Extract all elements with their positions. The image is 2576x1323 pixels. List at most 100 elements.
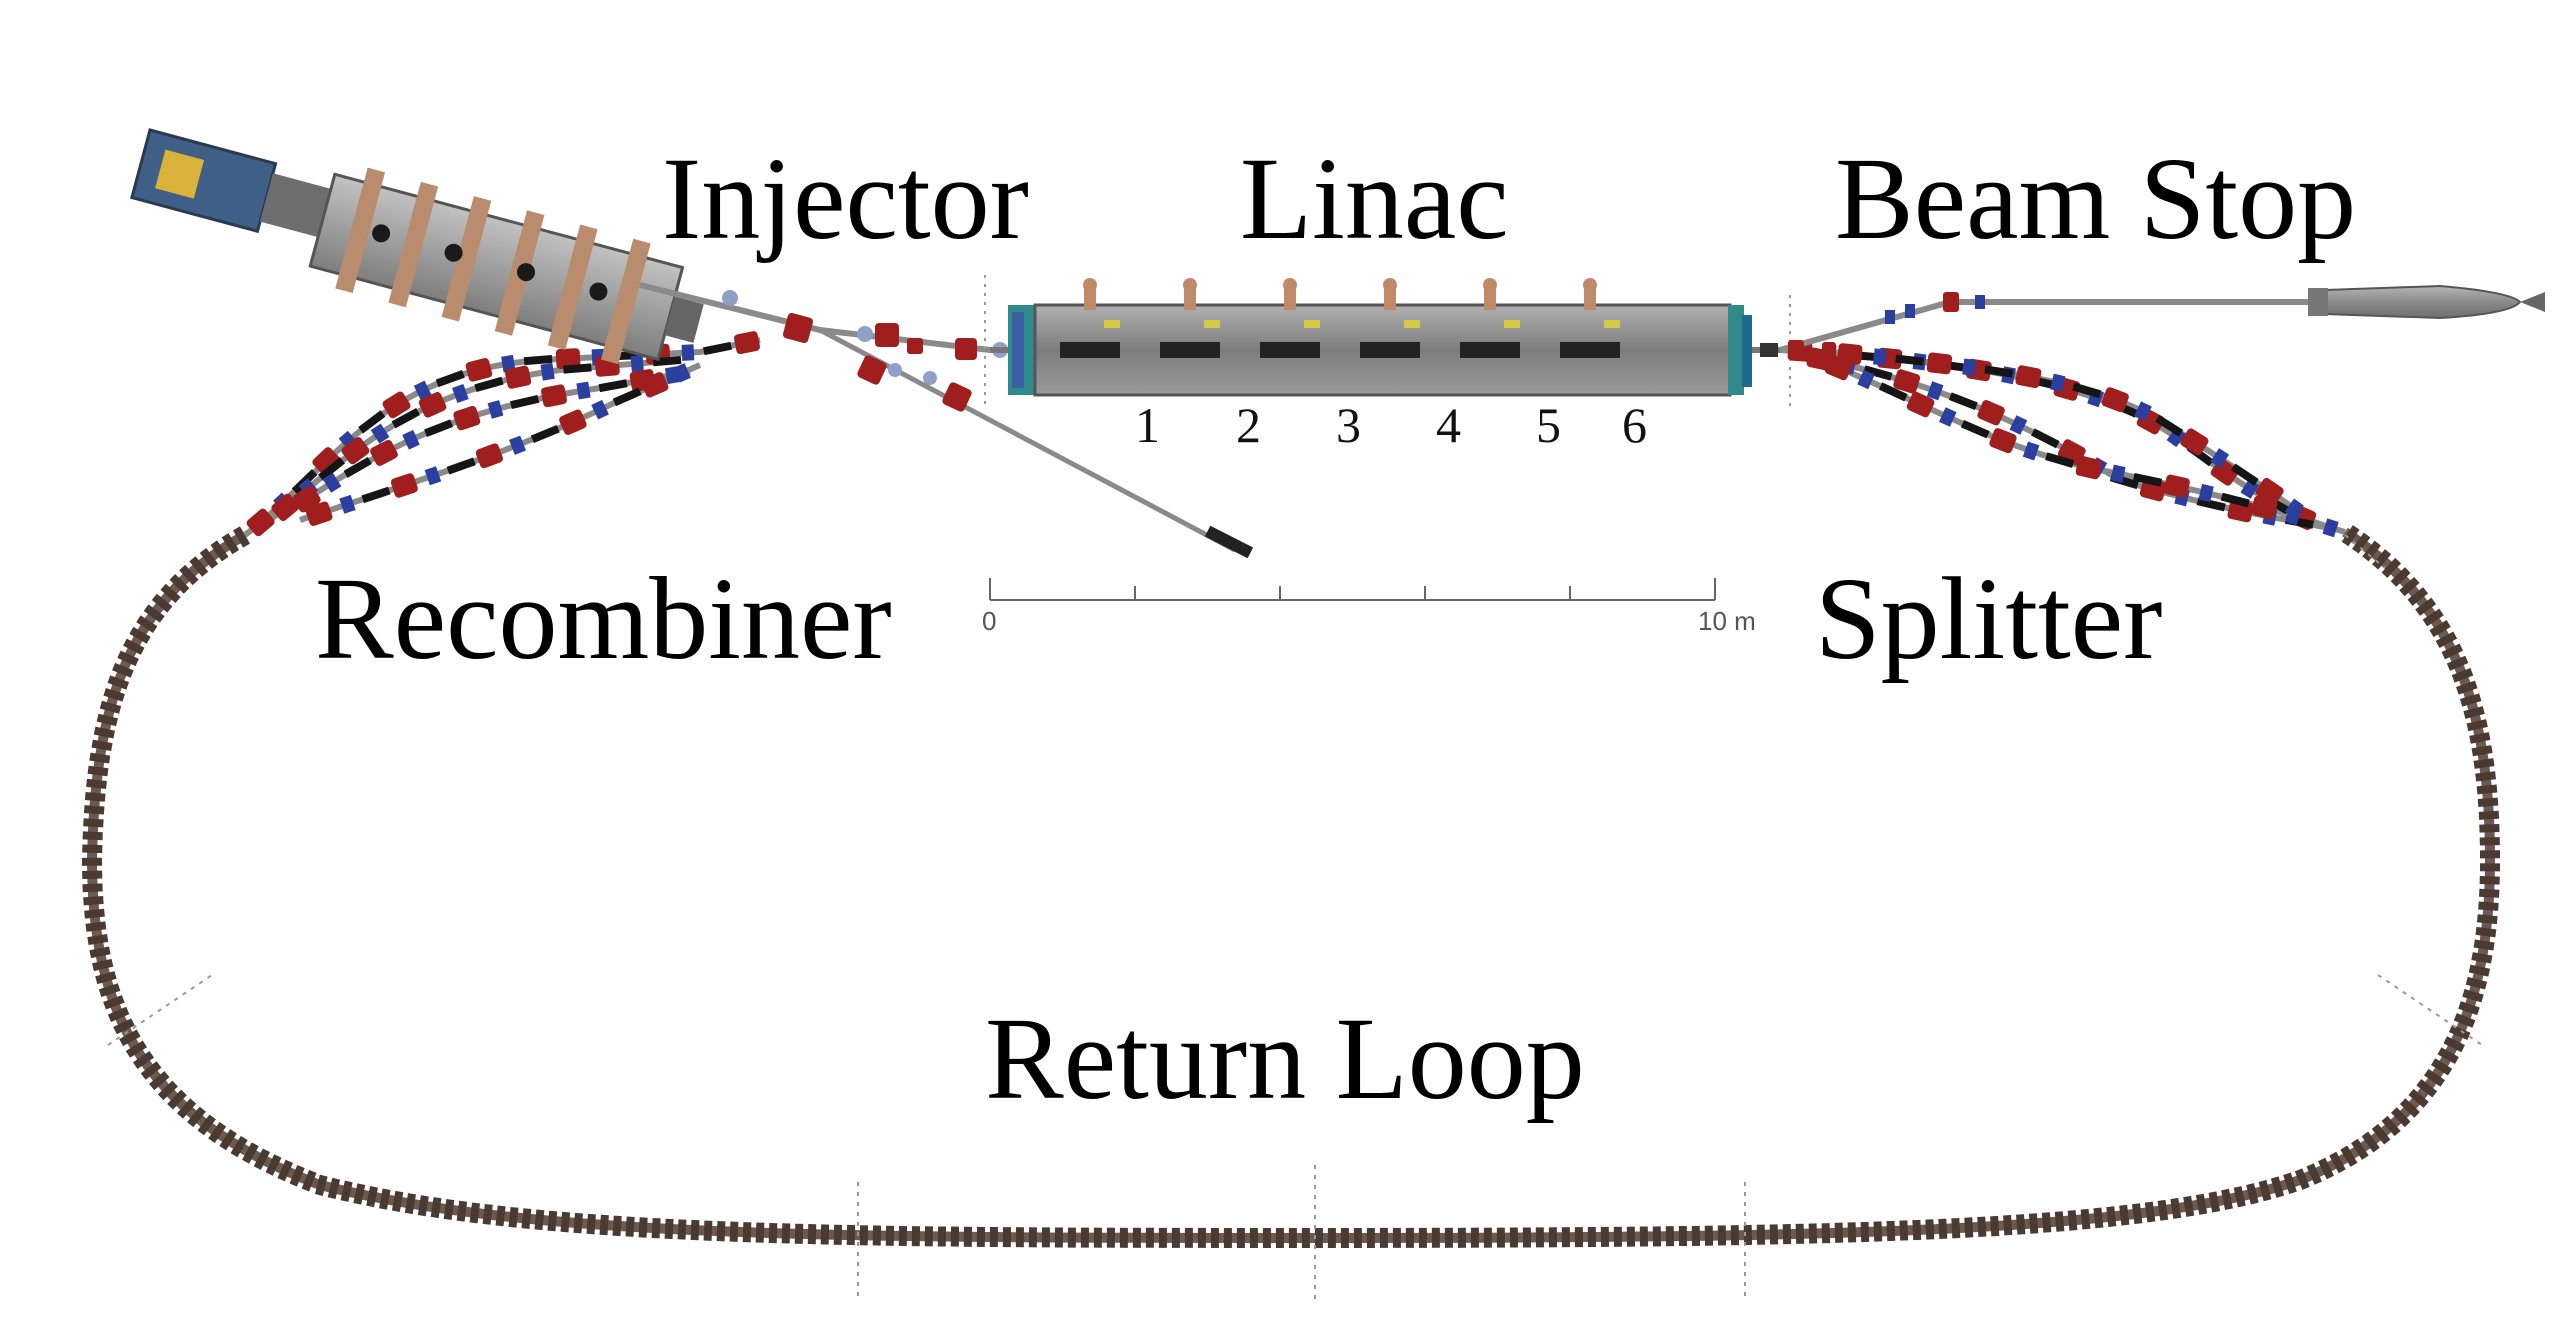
sextupole-magnet: [358, 410, 386, 434]
loop-magnet: [2054, 1211, 2065, 1232]
loop-magnet: [2416, 1079, 2438, 1098]
sextupole-magnet: [446, 457, 476, 475]
loop-magnet: [755, 1222, 765, 1243]
loop-magnet: [716, 1221, 726, 1242]
sextupole-magnet: [652, 355, 682, 367]
sextupole-magnet: [2220, 492, 2250, 508]
loop-magnet: [2408, 1088, 2429, 1108]
loop-magnet: [2170, 1197, 2182, 1219]
loop-magnet: [353, 1183, 366, 1205]
loop-magnet: [2471, 745, 2493, 757]
loop-magnet: [143, 604, 165, 623]
loop-magnet: [187, 1106, 206, 1128]
loop-magnet: [989, 1226, 998, 1248]
loop-magnet: [2479, 888, 2500, 898]
loop-magnet: [2144, 1201, 2156, 1223]
quadrupole-magnet: [2110, 464, 2126, 483]
loop-magnet: [625, 1216, 635, 1237]
dipole-magnet: [271, 493, 300, 522]
loop-magnet: [123, 638, 145, 655]
dipole-magnet: [305, 501, 333, 526]
loop-magnet: [508, 1206, 519, 1228]
sextupole-magnet: [612, 387, 642, 407]
scale-bar: [989, 578, 1716, 601]
quadrupole-magnet: [2134, 401, 2152, 422]
loop-magnet: [2119, 1204, 2130, 1226]
dipole-magnet: [733, 331, 761, 355]
loop-magnet: [2106, 1206, 2117, 1227]
sextupole-magnet: [1878, 382, 1908, 402]
quadrupole-magnet: [413, 380, 432, 401]
quadrupole-magnet: [576, 381, 591, 400]
loop-magnet: [1392, 1227, 1401, 1248]
loop-magnet: [2341, 525, 2360, 547]
cavity-number-5: 5: [1536, 397, 1561, 453]
loop-magnet: [92, 958, 114, 972]
loop-magnet: [96, 713, 118, 727]
loop-magnet: [495, 1205, 506, 1227]
loop-magnet: [794, 1223, 804, 1244]
loop-magnet: [2469, 732, 2491, 744]
loop-magnet: [391, 1190, 404, 1212]
loop-magnet: [2067, 1210, 2078, 1231]
loop-magnet: [1158, 1227, 1167, 1248]
sextupole-magnet: [2155, 414, 2184, 437]
loop-section-marker: [2377, 974, 2483, 1046]
cavity-number-4: 4: [1436, 397, 1461, 453]
loop-magnet: [911, 1226, 921, 1247]
cavity-number-2: 2: [1236, 397, 1261, 453]
dipole-magnet: [2255, 477, 2284, 505]
loop-magnet: [99, 700, 122, 714]
quadrupole-magnet: [2009, 415, 2028, 435]
loop-magnet: [1314, 1228, 1323, 1248]
loop-magnet: [340, 1180, 353, 1202]
loop-magnet: [167, 1089, 187, 1110]
loop-magnet: [2479, 837, 2500, 846]
quadrupole-magnet: [2198, 483, 2214, 503]
loop-magnet: [664, 1218, 674, 1240]
sextupole-magnet: [2132, 472, 2163, 487]
label-injector: Injector: [662, 133, 1029, 264]
loop-magnet: [83, 895, 104, 906]
dipole-magnet: [2101, 387, 2129, 413]
loop-magnet: [677, 1219, 687, 1240]
cavity-string: [1260, 342, 1320, 358]
quadrupole-magnet: [424, 466, 442, 486]
loop-magnet: [2448, 1024, 2471, 1041]
loop-magnet: [2479, 876, 2500, 885]
loop-magnet: [2361, 1131, 2380, 1153]
label-return-loop: Return Loop: [985, 993, 1585, 1124]
loop-magnet: [87, 765, 109, 777]
loop-magnet: [1600, 1226, 1609, 1247]
loop-magnet: [781, 1223, 791, 1244]
loop-magnet: [729, 1221, 739, 1242]
loop-magnet: [1236, 1228, 1245, 1248]
sextupole-magnet: [2230, 463, 2259, 486]
quadrupole-magnet: [2050, 373, 2066, 392]
quadrupole-magnet: [2322, 518, 2339, 538]
loop-magnet: [117, 650, 139, 667]
loop-magnet: [136, 615, 158, 633]
loop-magnet: [1561, 1227, 1570, 1248]
loop-magnet: [1145, 1227, 1154, 1248]
loop-magnet: [113, 1018, 135, 1035]
loop-magnet: [189, 556, 209, 577]
loop-magnet: [1951, 1218, 1961, 1239]
loop-magnet: [1990, 1215, 2000, 1237]
dipole-magnet: [1893, 369, 1921, 394]
electron-gun: [130, 128, 278, 234]
cavity-coupler-top: [1083, 278, 1097, 292]
loop-magnet: [197, 1114, 216, 1136]
loop-magnet: [2157, 1199, 2169, 1221]
loop-magnet: [107, 1006, 130, 1023]
loop-magnet: [1574, 1227, 1583, 1248]
sextupole-magnet: [318, 457, 346, 481]
loop-magnet: [208, 1121, 227, 1144]
loop-magnet: [103, 995, 125, 1010]
cavity-coupler-top: [1183, 278, 1197, 292]
loop-magnet: [1652, 1226, 1662, 1247]
loop-magnet: [1587, 1226, 1596, 1248]
loop-magnet: [1340, 1228, 1349, 1248]
quadrupole-magnet: [1857, 369, 1875, 390]
